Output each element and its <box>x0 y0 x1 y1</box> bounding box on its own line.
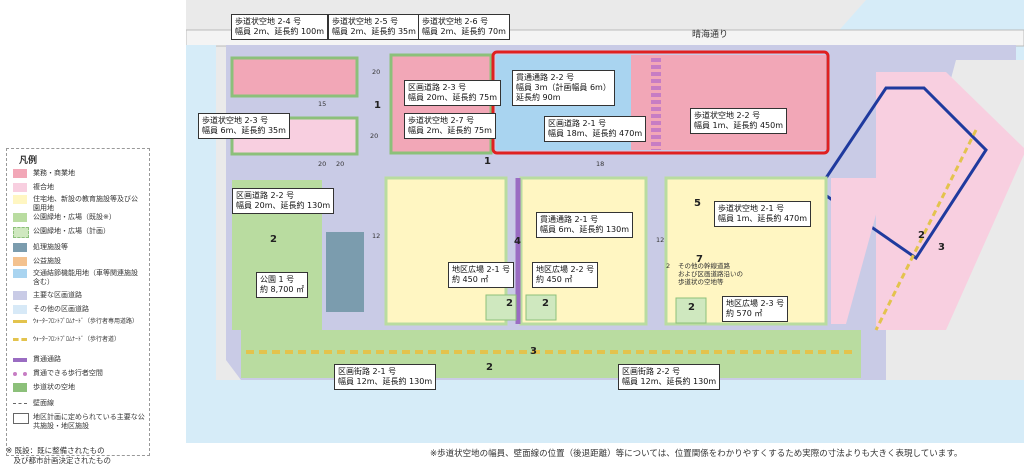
width-20d: 20 <box>336 160 345 168</box>
callout-hodou-2-4: 歩道状空地 2-4 号幅員 2m、延長約 100m <box>231 14 329 40</box>
road-number-3b: 3 <box>938 242 945 253</box>
promenade-diagonal <box>874 129 978 331</box>
callout-kukakugai-2-2: 区画街路 2-2 号幅員 12m、延長約 130m <box>618 364 721 390</box>
sea-lower <box>186 380 1024 443</box>
plaza-2-2 <box>525 294 557 321</box>
plaza-2-3 <box>675 297 707 324</box>
area-number-2b: 2 <box>506 298 513 309</box>
callout-hiroba-2-3: 地区広場 2-3 号約 570 ㎡ <box>722 296 789 322</box>
area-number-2a: 2 <box>270 234 277 245</box>
callout-kukakugai-2-1: 区画街路 2-1 号幅員 12m、延長約 130m <box>334 364 437 390</box>
road-number-3a: 3 <box>530 346 537 357</box>
legend: 凡例 業務・商業地 複合地 住宅地、新設の教育施設等及び公園用地 公園緑地・広場… <box>6 148 150 456</box>
road-number-1b: 1 <box>484 156 491 167</box>
width-18: 18 <box>596 160 605 168</box>
callout-hodou-2-5: 歩道状空地 2-5 号幅員 2m、延長約 35m <box>328 14 420 40</box>
area-number-2f: 2 <box>918 230 925 241</box>
callout-kukaku-2-3: 区画道路 2-3 号幅員 20m、延長約 75m <box>404 80 502 106</box>
road-number-5: 5 <box>694 198 701 209</box>
callout-koen-1: 公園 1 号約 8,700 ㎡ <box>256 272 308 298</box>
callout-hodou-2-6: 歩道状空地 2-6 号幅員 2m、延長約 70m <box>418 14 510 40</box>
width-12b: 12 <box>656 236 665 244</box>
width-20c: 20 <box>318 160 327 168</box>
blue-frame <box>815 86 988 261</box>
road-number-7: 7 <box>696 254 703 265</box>
width-15: 15 <box>318 100 327 108</box>
width-20b: 20 <box>370 132 379 140</box>
callout-hodou-2-7: 歩道状空地 2-7 号幅員 2m、延長約 75m <box>404 113 496 139</box>
plaza-2-1 <box>485 294 517 321</box>
callout-hodou-2-1: 歩道状空地 2-1 号幅員 1m、延長約 470m <box>714 201 812 227</box>
footnote-left: ※ 既設：既に整備されたもの 及び都市計画決定されたもの <box>6 446 111 465</box>
treatment-block <box>326 232 364 312</box>
callout-kukaku-2-1: 区画道路 2-1 号幅員 18m、延長約 470m <box>544 116 647 142</box>
callout-hodou-2-2: 歩道状空地 2-2 号幅員 1m、延長約 450m <box>690 108 788 134</box>
block-right-mixed <box>876 72 1024 330</box>
land-use-map: 晴海通り 歩道状空地 2-4 号幅員 2m、延長約 100m 歩道状空地 2-5… <box>185 0 1024 445</box>
callout-kukaku-2-2: 区画道路 2-2 号幅員 20m、延長約 130m <box>232 188 335 214</box>
area-number-2d: 2 <box>688 302 695 313</box>
width-12a: 12 <box>372 232 381 240</box>
footnote-right: ※歩道状空地の幅員、壁面線の位置（後退距離）等については、位置関係をわかりやすく… <box>430 449 963 459</box>
callout-hiroba-2-1: 地区広場 2-1 号約 450 ㎡ <box>448 262 515 288</box>
block-top-left-1 <box>230 56 359 98</box>
legend-title: 凡例 <box>19 156 38 166</box>
callout-kanto-2-1: 貫通通路 2-1 号幅員 6m、延長約 130m <box>536 212 634 238</box>
road-number-4: 4 <box>514 236 521 247</box>
area-number-2c: 2 <box>542 298 549 309</box>
callout-hodou-2-3: 歩道状空地 2-3 号幅員 6m、延長約 35m <box>198 113 290 139</box>
area-number-2e: 2 <box>486 362 493 373</box>
callout-kanto-2-2: 貫通通路 2-2 号幅員 3m（計画幅員 6m）延長約 90m <box>512 70 615 106</box>
callout-hiroba-2-2: 地区広場 2-2 号約 450 ㎡ <box>532 262 599 288</box>
width-2: 2 <box>666 262 671 270</box>
street-label: 晴海通り <box>692 30 729 40</box>
block-red-right <box>631 55 826 150</box>
side-note: その他の幹線道路および区画道路沿いの歩道状の空地等 <box>678 262 743 286</box>
sea-left <box>186 45 216 445</box>
block-mixed-mid <box>831 178 886 324</box>
road-number-1a: 1 <box>374 100 381 111</box>
width-20a: 20 <box>372 68 381 76</box>
